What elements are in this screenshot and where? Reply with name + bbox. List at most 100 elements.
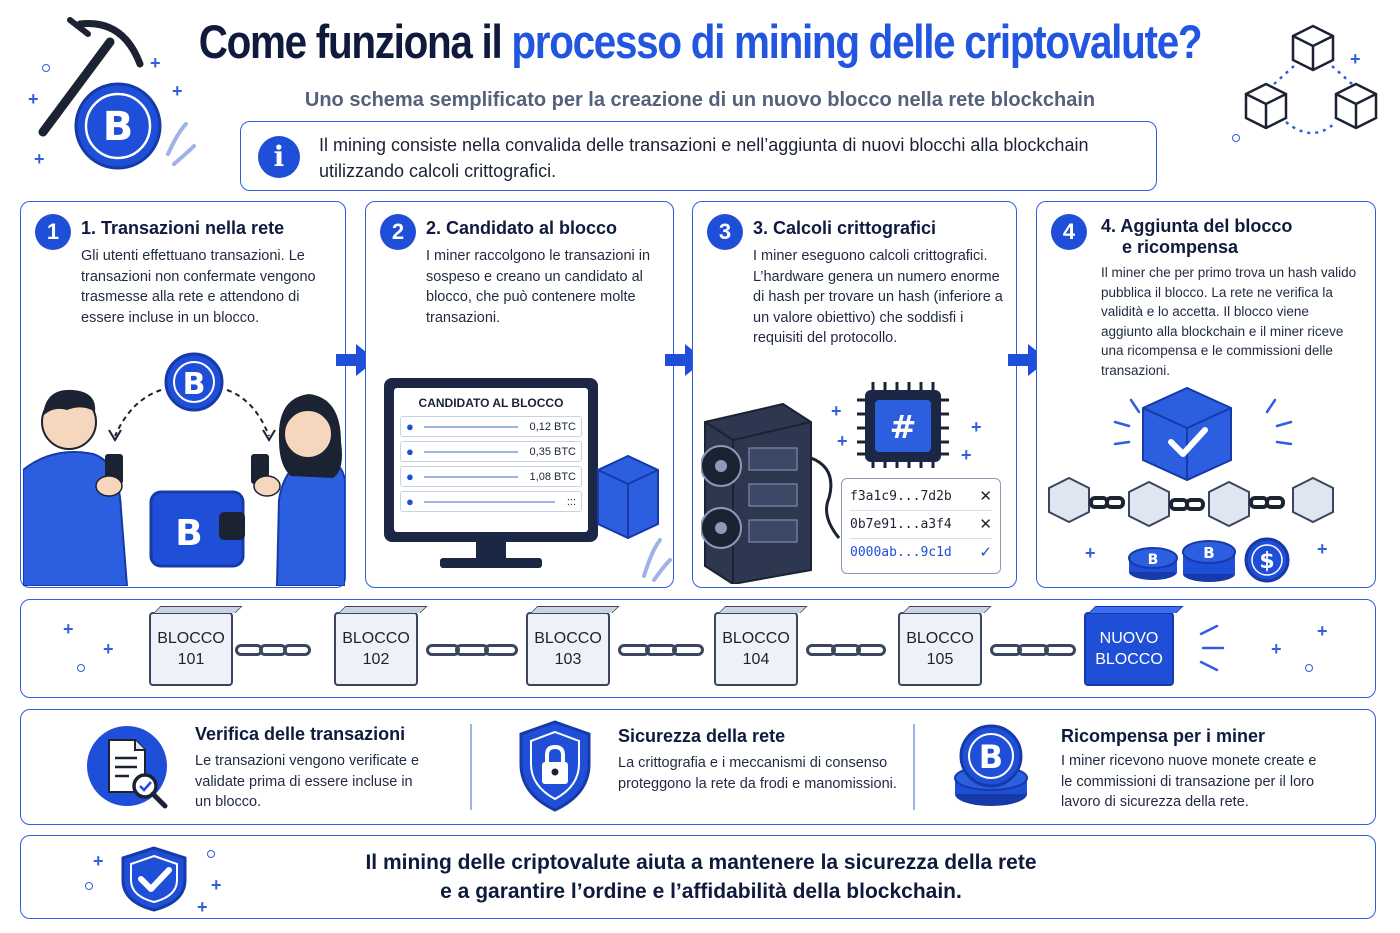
step-title: 2. Candidato al blocco — [426, 218, 618, 238]
bitcoin-coins-icon: B — [954, 724, 1028, 806]
sparkle-icon: + — [971, 417, 982, 437]
chain-link — [672, 644, 704, 656]
chain-link — [1044, 644, 1076, 656]
footer-line: Il mining delle criptovalute aiuta a man… — [365, 851, 1037, 874]
footer-line: e a garantire l’ordine e l’affidabilità … — [440, 880, 962, 903]
user-icon: ● — [406, 494, 414, 509]
footer-panel: + + + Il mining delle criptovalute aiuta… — [20, 835, 1376, 919]
sparkle-icon: + — [197, 897, 208, 917]
blockchain-cubes-icon — [1244, 24, 1378, 135]
candidate-header: CANDIDATO AL BLOCCO — [418, 396, 564, 410]
chain-link — [484, 644, 518, 656]
reward-chain-illustration: B B $ — [1048, 386, 1334, 583]
bitcoin-symbol: B — [1148, 552, 1159, 568]
bitcoin-symbol: B — [979, 738, 1003, 776]
check-icon: ✓ — [979, 544, 992, 561]
chain-block-101: BLOCCO 101 — [149, 612, 233, 686]
block-label: BLOCCO — [342, 630, 410, 647]
monitor-stand — [440, 558, 542, 568]
sparkle-icon: + — [150, 53, 161, 73]
candidate-row: ● ::: — [400, 491, 582, 512]
dot-icon — [42, 64, 50, 72]
step-text: I miner eseguono calcoli crittografici. … — [753, 248, 1003, 346]
step-text: I miner raccolgono le transazioni in sos… — [426, 248, 651, 326]
candidate-row: ● 1,08 BTC — [400, 466, 582, 487]
block-label: BLOCCO — [1095, 651, 1163, 668]
sparkle-icon: + — [28, 89, 39, 109]
user-icon: ● — [406, 419, 414, 434]
shield-check-icon — [121, 846, 187, 912]
bitcoin-symbol: B — [1203, 544, 1214, 562]
step-title: 3. Calcoli crittografici — [753, 218, 937, 238]
step-text: Il miner che per primo trova un hash val… — [1101, 265, 1357, 378]
hash-row: f3a1c9...7d2b ✕ — [850, 483, 992, 511]
sparkle-icon: + — [1317, 621, 1328, 641]
candidate-row: ● 0,12 BTC — [400, 416, 582, 437]
step-title: 4. Aggiunta del blocco e ricompensa — [1101, 216, 1361, 258]
sparkle-icon: + — [1085, 543, 1096, 563]
mining-rig-icon — [701, 402, 841, 584]
dot-icon — [85, 882, 93, 890]
step-title-line: e ricompensa — [1122, 237, 1239, 257]
block-number: 102 — [362, 651, 390, 668]
dot-icon — [1232, 134, 1240, 142]
block-label: BLOCCO — [157, 630, 225, 647]
feature-text: Le transazioni vengono verificate e vali… — [195, 753, 420, 810]
step-card-2: 2 2. Candidato al blocco I miner raccolg… — [365, 201, 674, 588]
divider — [913, 724, 915, 810]
chain-block-105: BLOCCO 105 — [898, 612, 982, 686]
page-subtitle: Uno schema semplificato per la creazione… — [304, 89, 1096, 111]
chain-link — [283, 644, 311, 656]
sparkle-icon: + — [63, 619, 74, 639]
sparkle-icon: + — [34, 149, 45, 169]
glow-rays-icon — [1199, 624, 1225, 672]
step-card-3: 3 3. Calcoli crittografici I miner esegu… — [692, 201, 1017, 588]
sparkle-icon: + — [1271, 639, 1282, 659]
block-number: 101 — [177, 651, 205, 668]
sparkle-icon: + — [837, 431, 848, 451]
user-icon: ● — [406, 444, 414, 459]
candidate-amount: 0,35 BTC — [529, 445, 576, 458]
dollar-symbol: $ — [1259, 549, 1274, 574]
feature-title: Sicurezza della rete — [618, 726, 786, 746]
shield-lock-icon — [519, 720, 591, 812]
sparkle-icon: + — [103, 639, 114, 659]
cross-icon: ✕ — [979, 488, 992, 505]
divider — [470, 724, 472, 810]
footer-message: Il mining delle criptovalute aiuta a man… — [321, 848, 1081, 906]
chain-link — [856, 644, 886, 656]
chain-block-102: BLOCCO 102 — [334, 612, 418, 686]
block-number: 105 — [926, 651, 954, 668]
step-number: 4 — [1051, 214, 1087, 250]
title-part1: Come funziona il — [198, 15, 512, 68]
hash-value: 0b7e91...a3f4 — [850, 517, 952, 532]
candidate-amount: 1,08 BTC — [529, 470, 576, 483]
document-search-icon — [87, 726, 168, 809]
monitor-neck — [476, 542, 506, 560]
block-label: BLOCCO — [906, 630, 974, 647]
monitor: CANDIDATO AL BLOCCO ● 0,12 BTC ● 0,35 BT… — [384, 378, 598, 542]
block-number: 103 — [554, 651, 582, 668]
hash-symbol: # — [890, 408, 917, 446]
hash-value: f3a1c9...7d2b — [850, 489, 952, 504]
hash-value: 0000ab...9c1d — [850, 545, 952, 560]
sparkle-icon: + — [961, 445, 972, 465]
feature-text: I miner ricevono nuove monete create e l… — [1061, 753, 1317, 810]
title-highlight: processo di mining delle criptovalute? — [511, 15, 1202, 68]
hash-chip-icon: # — [857, 382, 949, 468]
features-panel: Verifica delle transazioni Le transazion… — [20, 709, 1376, 825]
svg-text:B: B — [103, 104, 134, 150]
sparkle-icon: + — [1317, 539, 1328, 559]
svg-text:B: B — [175, 513, 202, 554]
page-title: Come funziona il processo di mining dell… — [98, 14, 1302, 69]
step-card-4: 4 4. Aggiunta del blocco e ricompensa Il… — [1036, 201, 1376, 588]
pickaxe-bitcoin-icon: B — [38, 17, 196, 170]
step-number: 3 — [707, 214, 743, 250]
block-cube-icon — [597, 454, 672, 582]
users-transaction-illustration: B B — [23, 352, 345, 586]
sparkle-icon: + — [93, 851, 104, 871]
dot-icon — [207, 850, 215, 858]
sparkle-icon: + — [831, 401, 842, 421]
